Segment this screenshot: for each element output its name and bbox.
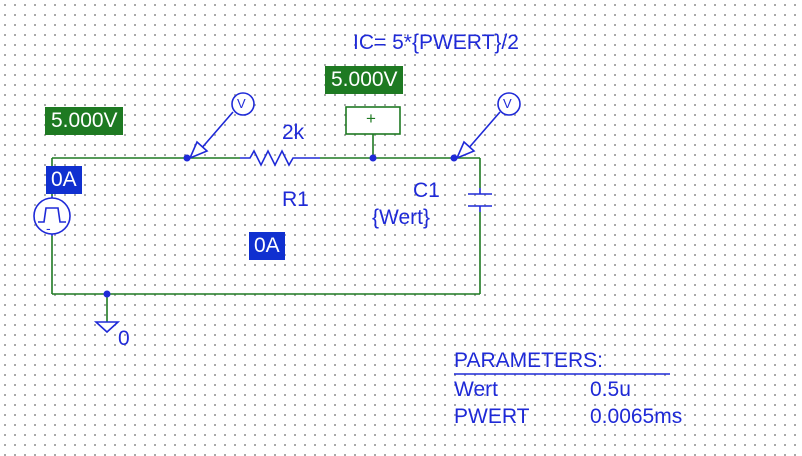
differential-probe[interactable] xyxy=(345,106,401,135)
voltage-probe-left[interactable] xyxy=(188,92,255,160)
ground-symbol xyxy=(93,321,121,334)
voltage-probe-right[interactable] xyxy=(455,92,521,160)
junction-left xyxy=(183,154,191,162)
differential-probe-plus: + xyxy=(366,109,376,128)
junction-mid xyxy=(369,154,377,162)
c1-name-label: C1 xyxy=(413,179,440,202)
parameter-value-wert: 0.5u xyxy=(590,378,631,401)
source-minus-label: - xyxy=(46,220,51,236)
probe-left-label: V xyxy=(237,96,246,111)
current-badge-r1: 0A xyxy=(249,232,285,260)
parameter-name-pwert: PWERT xyxy=(454,405,530,428)
initial-condition-label: IC= 5*{PWERT}/2 xyxy=(353,31,519,54)
junctions xyxy=(103,154,458,298)
pulse-source-symbol[interactable] xyxy=(33,196,71,236)
r1-value-label: 2k xyxy=(282,121,305,144)
c1-value-label: {Wert} xyxy=(372,206,430,229)
voltage-badge-left: 5.000V xyxy=(45,107,123,135)
probe-right-label: V xyxy=(503,96,512,111)
voltage-badge-mid: 5.000V xyxy=(325,66,403,94)
r1-name-label: R1 xyxy=(282,188,309,211)
ground-net-label: 0 xyxy=(118,327,130,350)
parameters-header: PARAMETERS: xyxy=(454,349,603,372)
junction-ground xyxy=(103,290,111,298)
current-badge-source: 0A xyxy=(46,166,82,194)
capacitor-c1-symbol[interactable] xyxy=(468,188,492,212)
parameter-name-wert: Wert xyxy=(454,378,498,401)
junction-right xyxy=(450,154,458,162)
parameter-value-pwert: 0.0065ms xyxy=(590,405,683,428)
resistor-r1-symbol[interactable] xyxy=(240,149,320,167)
